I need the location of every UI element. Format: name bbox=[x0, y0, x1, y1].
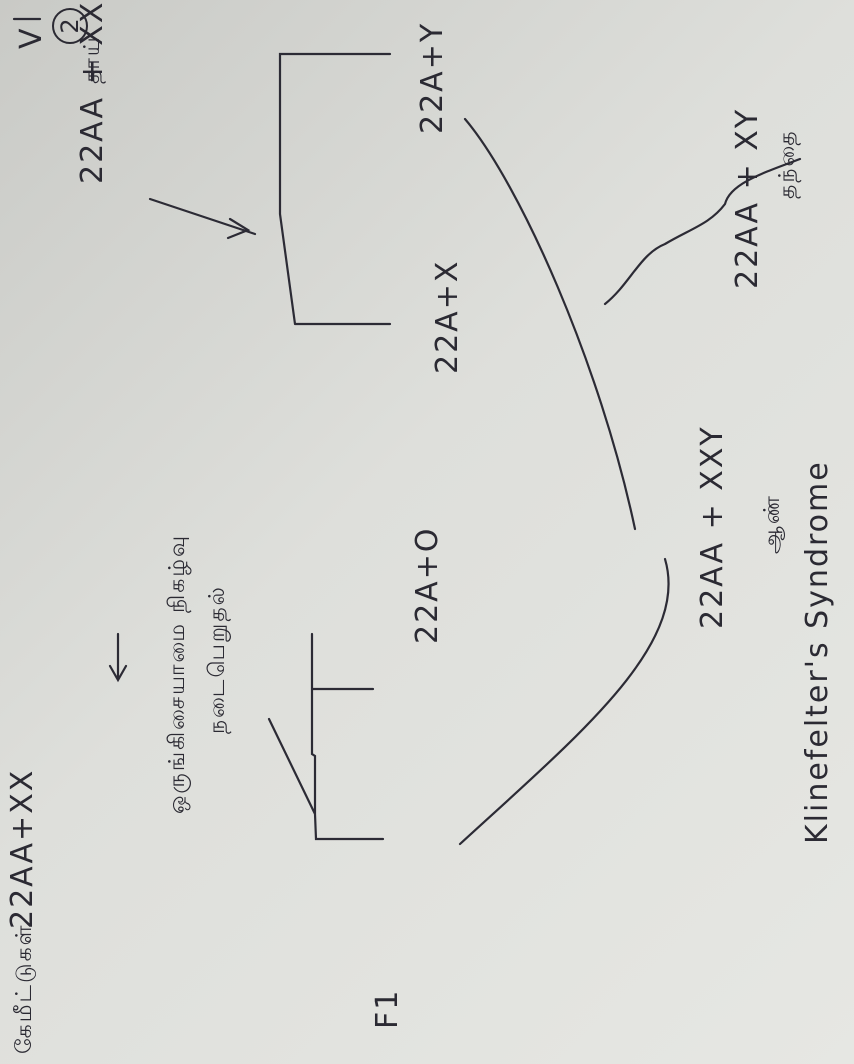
mother-genotype: 22AA + XX bbox=[75, 0, 110, 184]
scribble bbox=[603, 157, 802, 306]
offspring-genotype: 22AA + XXY bbox=[695, 425, 730, 629]
father-arrow bbox=[148, 197, 257, 240]
generation-label: F1 bbox=[370, 988, 405, 1029]
father-gamete-bracket bbox=[278, 52, 392, 326]
father-gamete-1: 22A+X bbox=[430, 259, 465, 374]
syndrome-name: Klinefelter's Syndrome bbox=[800, 460, 835, 844]
mother-arrow bbox=[108, 632, 128, 683]
mother-gamete-2: 22A+O bbox=[410, 526, 445, 644]
father-gamete-2: 22A+Y bbox=[415, 21, 450, 134]
cross-line-left bbox=[458, 557, 670, 846]
mother-gamete-bracket bbox=[267, 632, 385, 841]
gamete-label: கேமீட்டுகள் bbox=[12, 923, 37, 1054]
roman-numeral: V bbox=[14, 26, 49, 49]
mother-note-line1: ஒருங்கிசையாமை நிகழ்வு bbox=[165, 533, 190, 814]
father-label: தந்தை bbox=[775, 129, 800, 199]
mother-gamete-1: 22AA+XX bbox=[5, 768, 40, 929]
cross-line-right bbox=[463, 117, 637, 531]
father-genotype: 22AA + XY bbox=[730, 107, 765, 289]
mother-note-line2: நடைபெறுதல் bbox=[205, 585, 230, 734]
offspring-sex: ஆண் bbox=[760, 494, 785, 554]
